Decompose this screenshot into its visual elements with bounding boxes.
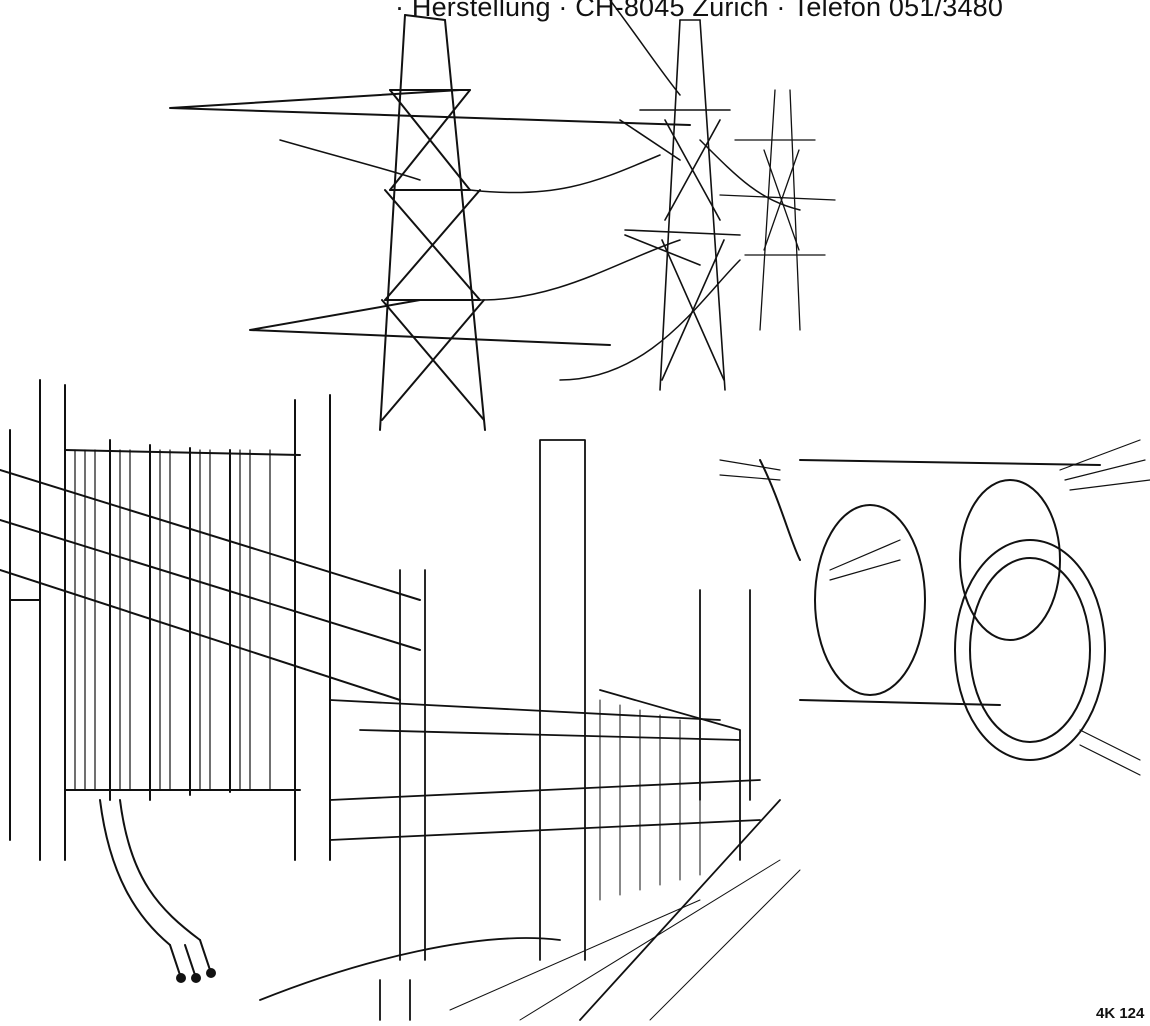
small-pylon-drawing [719, 89, 836, 331]
tray-rungs-drawing [599, 699, 701, 901]
drum-winding-shading [74, 449, 271, 791]
cable-strands-drawing [719, 439, 1150, 776]
ground-lines-drawing [449, 859, 801, 1021]
overhead-lines-drawing [279, 0, 801, 381]
cable-core-tips [176, 968, 216, 983]
large-pylon-drawing [169, 14, 691, 431]
cable-tray-drawing [259, 439, 781, 1021]
cable-end-drawing [99, 799, 211, 976]
print-code-label: 4K 124 [1096, 1005, 1145, 1022]
header-address-line: · Herstellung · CH-8045 Zürich · Telefon… [395, 0, 1004, 22]
medium-pylon-drawing [619, 19, 741, 391]
cable-rings-drawing [759, 459, 1106, 761]
